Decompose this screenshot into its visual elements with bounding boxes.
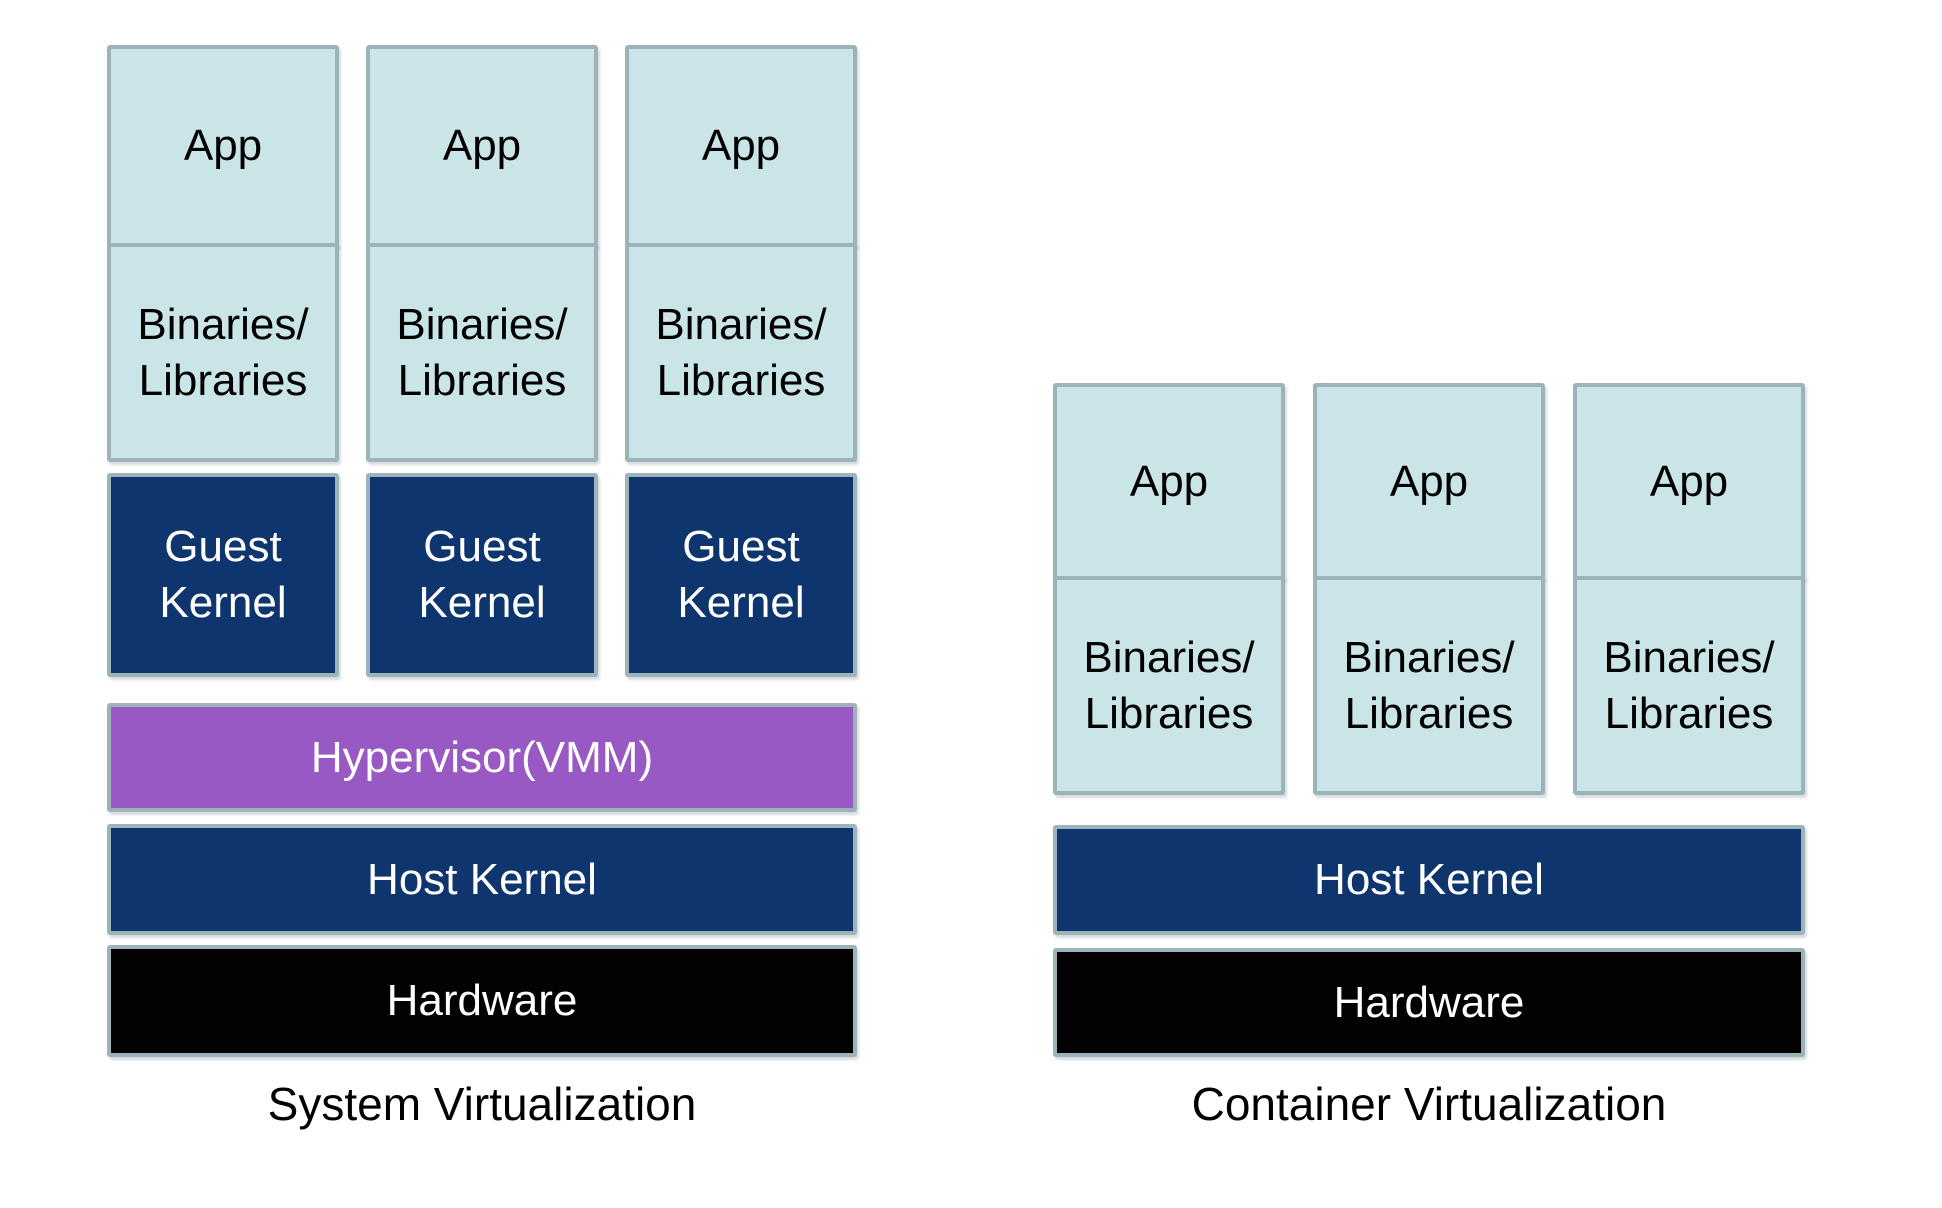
diagram-caption-system: System Virtualization (267, 1078, 697, 1130)
binaries-label-line1: Binaries/ (1343, 632, 1515, 682)
guest-kernel-label-line2: Kernel (159, 578, 287, 627)
system-virtualization-columns: App Binaries/ Libraries Guest Kernel App… (107, 45, 857, 677)
container-column: App Binaries/ Libraries (1053, 383, 1285, 795)
binaries-box: Binaries/ Libraries (1313, 576, 1545, 795)
hardware-bar: Hardware (1053, 948, 1805, 1057)
guest-kernel-box: Guest Kernel (625, 473, 857, 677)
app-label: App (1389, 456, 1469, 506)
hardware-bar: Hardware (107, 945, 857, 1057)
vm-column: App Binaries/ Libraries Guest Kernel (107, 45, 339, 677)
binaries-label-line2: Libraries (138, 355, 308, 405)
guest-kernel-label-line1: Guest (682, 522, 800, 571)
binaries-label-line2: Libraries (1084, 688, 1254, 738)
host-kernel-label: Host Kernel (367, 854, 597, 904)
app-label: App (183, 121, 263, 170)
guest-kernel-label-line1: Guest (423, 522, 541, 571)
hardware-label: Hardware (1333, 977, 1525, 1027)
app-label: App (701, 121, 781, 170)
guest-kernel-label-line1: Guest (164, 522, 282, 571)
guest-kernel-box: Guest Kernel (107, 473, 339, 677)
app-box: App (1573, 383, 1805, 580)
vm-column: App Binaries/ Libraries Guest Kernel (366, 45, 598, 677)
app-label: App (1129, 456, 1209, 506)
app-box: App (1053, 383, 1285, 580)
binaries-label-line1: Binaries/ (396, 299, 568, 349)
container-virtualization-columns: App Binaries/ Libraries App Binaries/ Li… (1053, 383, 1805, 795)
host-kernel-bar: Host Kernel (107, 824, 857, 935)
binaries-label-line1: Binaries/ (1603, 632, 1775, 682)
hypervisor-bar: Hypervisor(VMM) (107, 703, 857, 812)
binaries-box: Binaries/ Libraries (1053, 576, 1285, 795)
app-box: App (107, 45, 339, 247)
binaries-label-line2: Libraries (1344, 688, 1514, 738)
guest-kernel-label-line2: Kernel (677, 578, 805, 627)
binaries-label-line2: Libraries (656, 355, 826, 405)
binaries-box: Binaries/ Libraries (625, 243, 857, 462)
binaries-label-line1: Binaries/ (137, 299, 309, 349)
container-column: App Binaries/ Libraries (1313, 383, 1545, 795)
vm-column: App Binaries/ Libraries Guest Kernel (625, 45, 857, 677)
guest-kernel-label-line2: Kernel (418, 578, 546, 627)
binaries-label-line1: Binaries/ (1083, 632, 1255, 682)
hypervisor-label: Hypervisor(VMM) (310, 732, 654, 782)
app-box: App (366, 45, 598, 247)
binaries-box: Binaries/ Libraries (1573, 576, 1805, 795)
container-column: App Binaries/ Libraries (1573, 383, 1805, 795)
binaries-box: Binaries/ Libraries (107, 243, 339, 462)
host-kernel-label: Host Kernel (1314, 855, 1544, 904)
guest-kernel-box: Guest Kernel (366, 473, 598, 677)
app-box: App (1313, 383, 1545, 580)
app-box: App (625, 45, 857, 247)
binaries-box: Binaries/ Libraries (366, 243, 598, 462)
hardware-label: Hardware (386, 976, 578, 1025)
diagram-caption-container: Container Virtualization (1191, 1078, 1667, 1130)
binaries-label-line2: Libraries (397, 355, 567, 405)
host-kernel-bar: Host Kernel (1053, 825, 1805, 935)
app-label: App (1649, 456, 1729, 506)
binaries-label-line2: Libraries (1604, 688, 1774, 738)
binaries-label-line1: Binaries/ (655, 299, 827, 349)
app-label: App (442, 121, 522, 170)
